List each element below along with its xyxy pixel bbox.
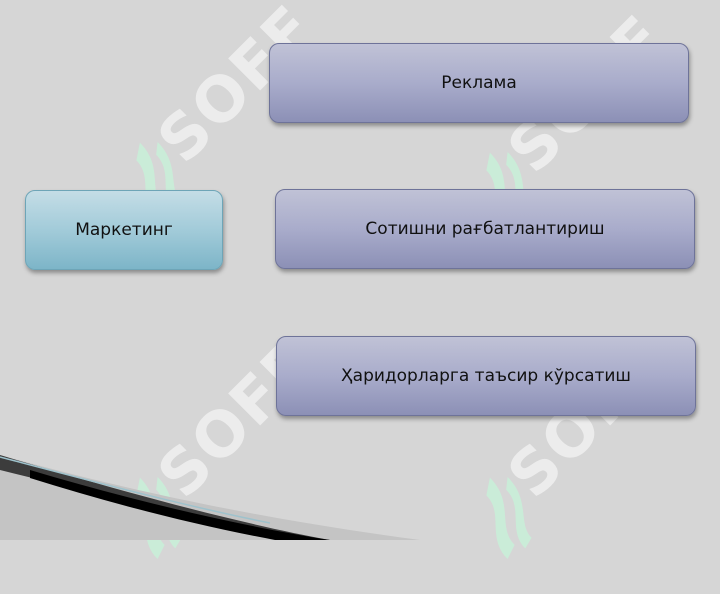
root-node-label: Маркетинг	[75, 220, 173, 240]
soff-logo-icon	[136, 476, 182, 559]
branch-node-customer-influence: Ҳаридорларга таъсир кўрсатиш	[276, 336, 696, 416]
branch-node-sales-promotion: Сотишни рағбатлантириш	[275, 189, 695, 269]
branch-node-label: Сотишни рағбатлантириш	[365, 219, 605, 239]
branch-node-label: Ҳаридорларга таъсир кўрсатиш	[341, 366, 631, 386]
branch-node-advertising: Реклама	[269, 43, 689, 123]
branch-node-label: Реклама	[441, 73, 517, 93]
soff-logo-icon	[486, 476, 532, 559]
root-node-marketing: Маркетинг	[25, 190, 223, 270]
